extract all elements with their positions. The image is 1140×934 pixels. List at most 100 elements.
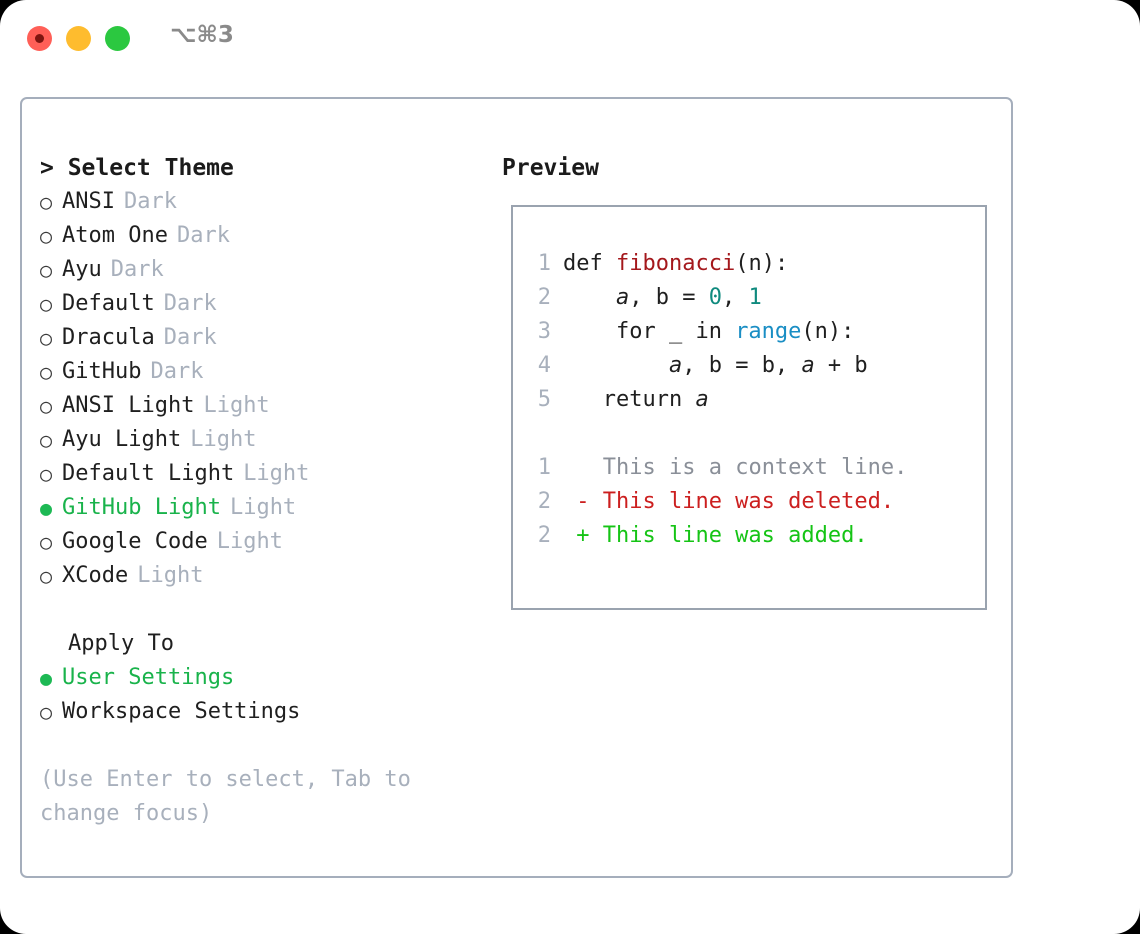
theme-name: GitHub: [62, 359, 142, 384]
radio-unselected-icon: ○: [40, 564, 53, 588]
theme-variant-tag: Dark: [163, 325, 217, 350]
code-token: a: [615, 285, 630, 310]
code-token: fibonacci: [615, 251, 736, 276]
radio-unselected-icon: ○: [40, 224, 53, 248]
theme-name: Google Code: [62, 529, 208, 554]
theme-option-atom-one[interactable]: ○ Atom One Dark: [40, 219, 492, 253]
code-token: + This line was added.: [563, 523, 868, 548]
close-button[interactable]: [27, 26, 52, 51]
apply-to-option-workspace-settings[interactable]: ○ Workspace Settings: [40, 695, 492, 729]
theme-option-google-code[interactable]: ○ Google Code Light: [40, 525, 492, 559]
theme-option-default-light[interactable]: ○ Default Light Light: [40, 457, 492, 491]
theme-variant-tag: Light: [216, 529, 283, 554]
theme-variant-tag: Dark: [163, 291, 217, 316]
line-number: 2: [537, 523, 551, 548]
select-theme-header: > Select Theme: [40, 155, 234, 181]
line-number: 3: [537, 319, 551, 344]
preview-header: Preview: [502, 155, 599, 181]
line-number: 2: [537, 489, 551, 514]
code-line: 2 a, b = 0, 1: [525, 281, 907, 315]
radio-unselected-icon: ○: [40, 462, 53, 486]
theme-variant-tag: Light: [243, 461, 310, 486]
code-token: [563, 285, 616, 310]
theme-option-ayu[interactable]: ○ Ayu Dark: [40, 253, 492, 287]
code-token: ,: [721, 285, 749, 310]
line-number: 2: [537, 285, 551, 310]
code-token: def: [563, 251, 616, 276]
code-token: [563, 353, 669, 378]
title-bar: ⌥⌘3: [0, 0, 1140, 78]
theme-name: Ayu: [62, 257, 102, 282]
code-line: 2 - This line was deleted.: [525, 485, 907, 519]
radio-unselected-icon: ○: [40, 428, 53, 452]
code-blank-line: [525, 417, 907, 451]
code-line: 1 This is a context line.: [525, 451, 908, 485]
radio-unselected-icon: ○: [40, 530, 53, 554]
radio-unselected-icon: ○: [40, 258, 53, 282]
apply-to-header: Apply To: [68, 631, 174, 656]
radio-unselected-icon: ○: [40, 700, 53, 724]
apply-to-label: User Settings: [62, 665, 235, 690]
theme-name: Default: [62, 291, 155, 316]
code-token: This is: [563, 455, 709, 480]
code-token: (n):: [801, 319, 855, 344]
theme-name: Atom One: [62, 223, 168, 248]
theme-variant-tag: Dark: [150, 359, 204, 384]
code-token: 1: [748, 285, 762, 310]
code-token: for _ in: [563, 319, 736, 344]
code-token: 0: [708, 285, 722, 310]
theme-variant-tag: Light: [229, 495, 297, 520]
theme-name: GitHub Light: [62, 495, 221, 520]
theme-name: ANSI: [62, 189, 115, 214]
code-token: + b: [814, 353, 868, 378]
code-line: 4 a, b = b, a + b: [525, 349, 907, 383]
code-token: =: [668, 285, 709, 310]
apply-to-option-user-settings[interactable]: ● User Settings: [40, 661, 492, 695]
code-token: context line.: [721, 455, 908, 480]
code-token: a: [695, 387, 709, 412]
theme-variant-tag: Dark: [110, 257, 164, 282]
line-number: 1: [537, 251, 551, 276]
theme-variant-tag: Dark: [123, 189, 177, 214]
code-token: a: [708, 455, 722, 480]
radio-selected-icon: ●: [40, 666, 53, 690]
theme-name: Dracula: [62, 325, 155, 350]
code-token: , b = b,: [682, 353, 802, 378]
window-shortcut-label: ⌥⌘3: [170, 22, 234, 48]
line-number: 4: [537, 353, 551, 378]
maximize-button[interactable]: [105, 26, 130, 51]
theme-variant-tag: Light: [190, 427, 257, 452]
spacer: [40, 593, 492, 627]
theme-variant-tag: Dark: [176, 223, 230, 248]
code-token: a: [801, 353, 815, 378]
code-token: return: [563, 387, 696, 412]
theme-option-ansi[interactable]: ○ ANSI Dark: [40, 185, 492, 219]
apply-to-list: ● User Settings ○ Workspace Settings: [40, 661, 492, 729]
radio-unselected-icon: ○: [40, 190, 53, 214]
code-line: 2 + This line was added.: [525, 519, 907, 553]
code-token: - This line was deleted.: [563, 489, 895, 514]
code-token: (n):: [735, 251, 789, 276]
code-line: 1 def fibonacci(n):: [525, 247, 907, 281]
theme-variant-tag: Light: [137, 563, 204, 588]
theme-name: ANSI Light: [62, 393, 195, 418]
theme-name: Default Light: [62, 461, 235, 486]
code-token: ,: [629, 285, 656, 310]
line-number: 5: [537, 387, 551, 412]
code-token: a: [668, 353, 683, 378]
minimize-button[interactable]: [66, 26, 91, 51]
apply-to-label: Workspace Settings: [62, 699, 301, 724]
